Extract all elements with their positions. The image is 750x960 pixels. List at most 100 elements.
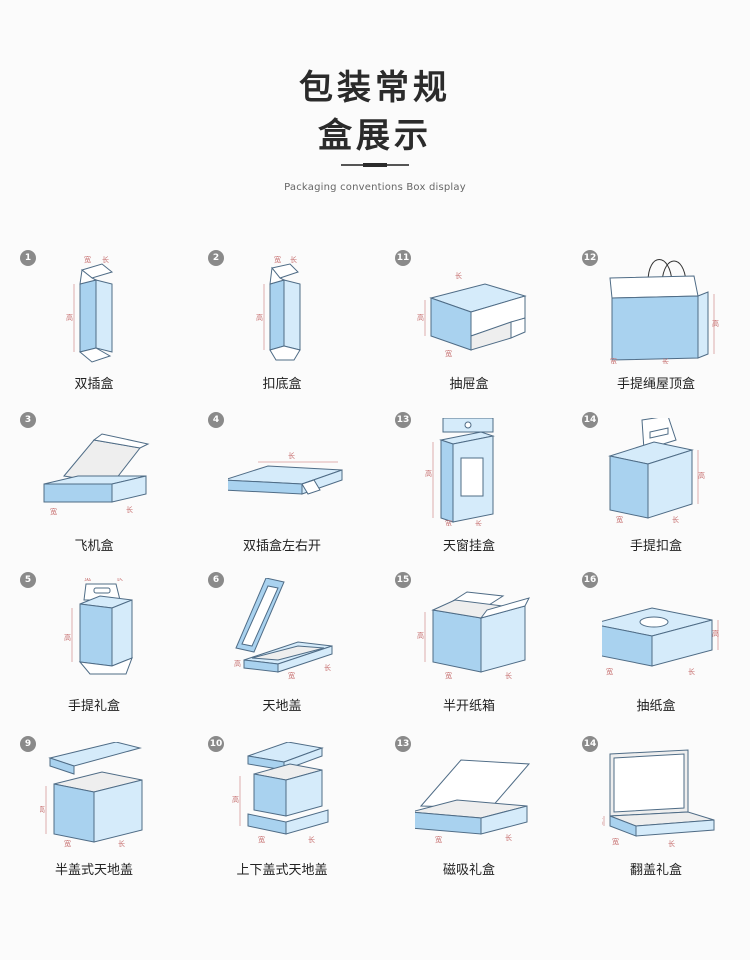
box-label: 抽纸盒 <box>636 699 676 714</box>
svg-text:高: 高 <box>64 633 71 642</box>
svg-text:宽: 宽 <box>610 357 617 364</box>
page-header: 包装常规 盒展示 Packaging conventions Box displ… <box>0 0 750 230</box>
drawer-box-illustration: 高 宽 长 <box>415 256 535 364</box>
box-label: 手提礼盒 <box>67 699 120 714</box>
svg-text:高: 高 <box>602 817 603 826</box>
box-card-window-hanging: 13 高 宽 长 天窗挂盒 <box>375 412 563 572</box>
box-label: 飞机盒 <box>74 539 114 554</box>
box-card-top-bottom-lid: 10 高 宽 长 上下盖式天地盖 <box>188 736 376 896</box>
svg-text:长: 长 <box>308 835 315 844</box>
box-number-badge: 14 <box>582 736 598 752</box>
svg-text:长: 长 <box>505 833 512 842</box>
box-number-badge: 1 <box>20 250 36 266</box>
box-card-tissue: 16 高 宽 长 抽纸盒 <box>562 572 750 732</box>
box-card-rope-handle-roof: 12 高 宽 长 手提绳屋顶盒 <box>562 250 750 410</box>
box-number-badge: 15 <box>395 572 411 588</box>
svg-text:长: 长 <box>290 256 297 264</box>
box-label: 双插盒 <box>74 377 114 392</box>
box-card-double-tuck: 1 高 宽 长 双插盒 <box>0 250 188 410</box>
svg-text:宽: 宽 <box>445 671 452 680</box>
box-label: 双插盒左右开 <box>242 539 321 554</box>
svg-text:宽: 宽 <box>435 835 442 844</box>
box-card-double-tuck-side: 4 长 宽 高 双插盒左右开 <box>188 412 376 572</box>
svg-text:宽: 宽 <box>445 519 452 526</box>
svg-text:高: 高 <box>40 805 45 814</box>
box-number-badge: 14 <box>582 412 598 428</box>
window-hanging-box-illustration: 高 宽 长 <box>415 417 535 528</box>
box-label: 天窗挂盒 <box>442 539 495 554</box>
svg-text:长: 长 <box>455 271 462 280</box>
box-card-airplane: 3 高 宽 长 飞机盒 <box>0 412 188 572</box>
lid-base-box-illustration: 高 宽 长 <box>228 577 348 686</box>
rope-handle-bag-illustration: 高 宽 长 <box>602 256 722 366</box>
airplane-box-illustration: 高 宽 长 <box>32 418 160 526</box>
half-open-carton-illustration: 高 宽 长 <box>415 578 535 686</box>
svg-text:长: 长 <box>324 663 331 672</box>
handle-gift-box-illustration: 高 宽 长 <box>40 573 160 686</box>
box-label: 磁吸礼盒 <box>442 863 495 878</box>
box-card-handle-lock: 14 高 宽 长 手提扣盒 <box>562 412 750 572</box>
box-number-badge: 3 <box>20 412 36 428</box>
svg-text:高: 高 <box>712 319 719 328</box>
box-label: 半开纸箱 <box>442 699 495 714</box>
box-card-lid-base: 6 高 宽 长 天地盖 <box>188 572 376 732</box>
lock-bottom-box-illustration: 高 宽 长 <box>228 255 348 364</box>
box-card-handle-gift: 5 高 宽 长 手提礼盒 <box>0 572 188 732</box>
svg-text:宽: 宽 <box>258 835 265 844</box>
top-bottom-lid-box-illustration: 高 宽 长 <box>228 741 348 850</box>
svg-text:长: 长 <box>505 671 512 680</box>
svg-text:长: 长 <box>662 357 669 364</box>
svg-text:高: 高 <box>425 469 432 478</box>
svg-text:宽: 宽 <box>64 839 71 848</box>
svg-text:长: 长 <box>102 256 109 264</box>
svg-text:长: 长 <box>288 451 295 460</box>
svg-text:宽: 宽 <box>84 578 91 582</box>
tissue-box-illustration: 高 宽 长 <box>591 578 722 686</box>
double-tuck-box-illustration: 高 宽 长 <box>40 255 160 364</box>
svg-text:长: 长 <box>668 839 675 848</box>
title-divider <box>341 163 409 167</box>
svg-text:高: 高 <box>417 631 424 640</box>
box-label: 半盖式天地盖 <box>54 863 133 878</box>
box-card-drawer: 11 高 宽 长 抽屉盒 <box>375 250 563 410</box>
svg-text:长: 长 <box>475 519 482 526</box>
page-title-line-2: 盒展示 <box>318 116 432 156</box>
box-label: 天地盖 <box>262 699 302 714</box>
svg-text:宽: 宽 <box>612 837 619 846</box>
svg-text:宽: 宽 <box>84 256 91 264</box>
box-label: 抽屉盒 <box>449 377 489 392</box>
svg-text:宽: 宽 <box>288 671 295 680</box>
box-number-badge: 13 <box>395 736 411 752</box>
svg-text:宽: 宽 <box>50 507 57 516</box>
box-number-badge: 2 <box>208 250 224 266</box>
svg-text:长: 长 <box>672 515 679 524</box>
svg-text:高: 高 <box>232 795 239 804</box>
flip-lid-gift-box-illustration: 高 宽 长 <box>596 742 722 850</box>
box-number-badge: 11 <box>395 250 411 266</box>
box-number-badge: 4 <box>208 412 224 428</box>
box-number-badge: 5 <box>20 572 36 588</box>
svg-text:长: 长 <box>688 667 695 676</box>
svg-text:高: 高 <box>66 313 73 322</box>
box-number-badge: 16 <box>582 572 598 588</box>
svg-text:高: 高 <box>417 313 424 322</box>
svg-text:长: 长 <box>118 839 125 848</box>
box-card-lock-bottom: 2 高 宽 长 扣底盒 <box>188 250 376 410</box>
box-number-badge: 12 <box>582 250 598 266</box>
box-number-badge: 6 <box>208 572 224 588</box>
box-label: 上下盖式天地盖 <box>236 863 328 878</box>
page-subtitle: Packaging conventions Box display <box>284 182 466 193</box>
svg-text:长: 长 <box>116 578 123 582</box>
svg-text:宽: 宽 <box>274 256 281 264</box>
box-label: 扣底盒 <box>262 377 302 392</box>
box-card-half-lid: 9 高 宽 长 半盖式天地盖 <box>0 736 188 896</box>
svg-text:高: 高 <box>256 313 263 322</box>
box-card-flip-lid-gift: 14 高 宽 长 翻盖礼盒 <box>562 736 750 896</box>
box-number-badge: 13 <box>395 412 411 428</box>
svg-text:高: 高 <box>712 629 719 638</box>
box-card-magnetic-gift: 13 高 宽 长 磁吸礼盒 <box>375 736 563 896</box>
box-number-badge: 9 <box>20 736 36 752</box>
svg-text:长: 长 <box>126 505 133 514</box>
svg-text:宽: 宽 <box>606 667 613 676</box>
